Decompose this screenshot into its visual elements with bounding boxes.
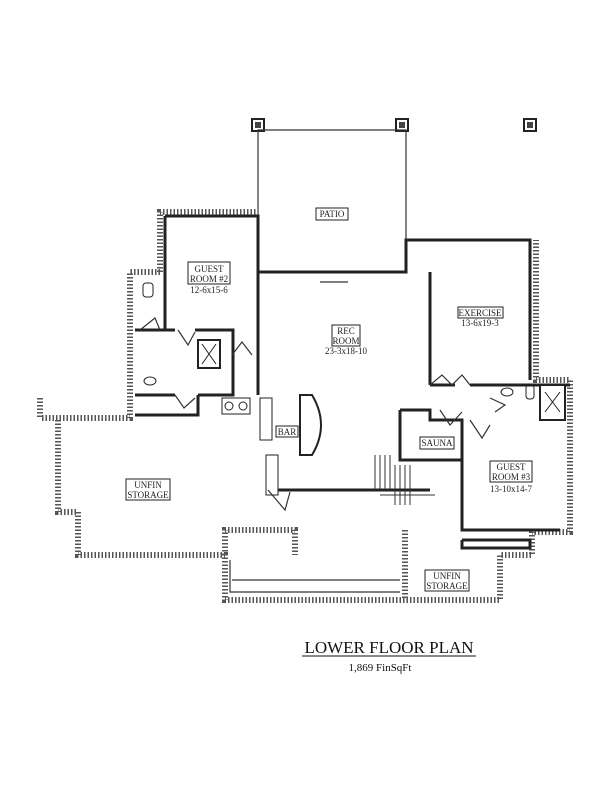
stairs bbox=[374, 455, 435, 505]
room-name: GUEST bbox=[497, 462, 527, 472]
foundation-walls bbox=[37, 209, 573, 603]
room-dimensions: 13-10x14-7 bbox=[490, 484, 532, 494]
room-name: STORAGE bbox=[426, 581, 468, 591]
patio-columns bbox=[251, 118, 537, 132]
room-name: SAUNA bbox=[421, 438, 453, 448]
toilet-icon bbox=[525, 384, 535, 400]
label-unfin-storage-1: UNFIN STORAGE bbox=[125, 478, 171, 501]
room-name: UNFIN bbox=[134, 480, 162, 490]
room-name: ROOM bbox=[332, 336, 359, 346]
bar-cabinet bbox=[265, 454, 279, 496]
bar-counter bbox=[299, 394, 322, 456]
room-name: ROOM #3 bbox=[492, 472, 531, 482]
toilet-icon bbox=[142, 282, 154, 298]
label-rec-room: REC ROOM 23-3x18-10 bbox=[325, 324, 367, 356]
room-name: STORAGE bbox=[127, 490, 169, 500]
room-name: REC bbox=[337, 326, 355, 336]
plan-area: 1,869 FinSqFt bbox=[349, 662, 412, 674]
sink-icon bbox=[500, 387, 514, 397]
bar-cabinet bbox=[259, 397, 273, 441]
label-patio: PATIO bbox=[315, 207, 349, 221]
shower-icon bbox=[197, 339, 221, 369]
room-dimensions: 12-6x15-6 bbox=[190, 285, 228, 295]
shower-icon bbox=[539, 384, 566, 421]
room-name: EXERCISE bbox=[458, 308, 502, 318]
room-name: PATIO bbox=[320, 209, 345, 219]
room-name: BAR bbox=[278, 427, 297, 437]
room-name: UNFIN bbox=[433, 571, 461, 581]
label-sauna: SAUNA bbox=[419, 436, 455, 450]
label-guest-room-2: GUEST ROOM #2 12-6x15-6 bbox=[187, 261, 231, 295]
room-dimensions: 13-6x19-3 bbox=[461, 318, 499, 328]
plan-title: LOWER FLOOR PLAN bbox=[304, 638, 473, 657]
patio bbox=[257, 129, 407, 272]
sink-icon bbox=[143, 376, 157, 386]
room-dimensions: 23-3x18-10 bbox=[325, 346, 367, 356]
room-name: GUEST bbox=[195, 264, 225, 274]
label-exercise: EXERCISE 13-6x19-3 bbox=[457, 306, 504, 328]
room-name: ROOM #2 bbox=[190, 274, 228, 284]
label-guest-room-3: GUEST ROOM #3 13-10x14-7 bbox=[489, 460, 533, 494]
doors bbox=[139, 281, 507, 512]
bar-sink-icon bbox=[221, 397, 251, 415]
label-unfin-storage-2: UNFIN STORAGE bbox=[424, 569, 470, 592]
label-bar: BAR bbox=[275, 425, 299, 438]
